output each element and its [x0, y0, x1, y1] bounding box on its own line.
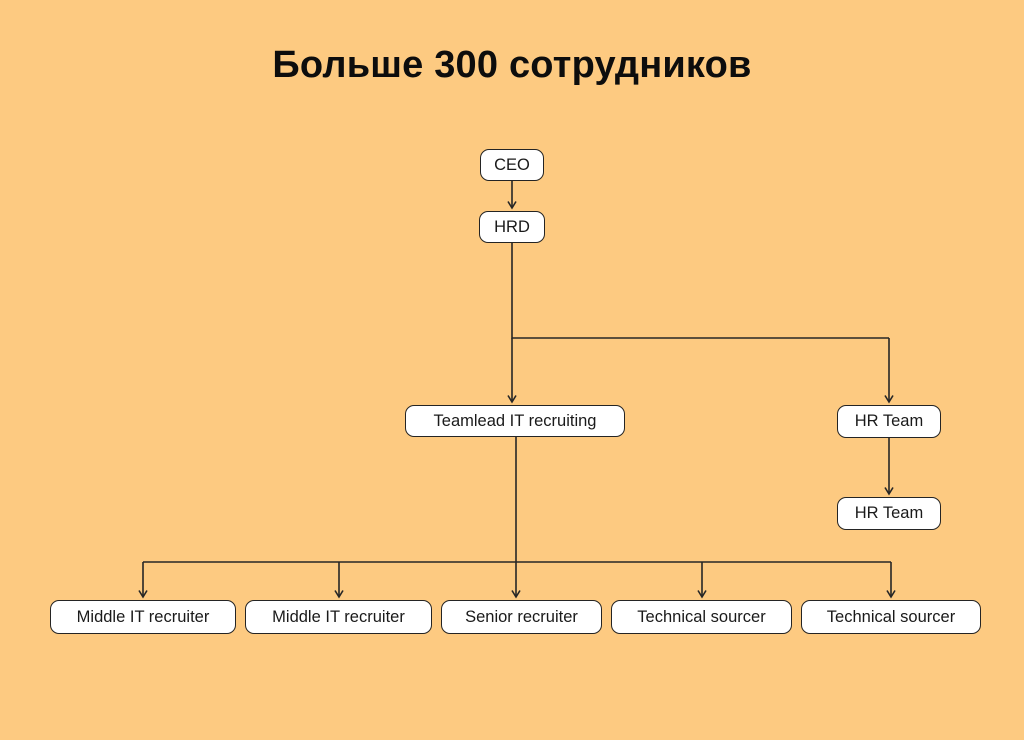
node-hr-team-1-label: HR Team — [854, 412, 924, 430]
connector-hrd-junction — [511, 243, 889, 339]
node-technical-sourcer-1: Technical sourcer — [611, 600, 792, 634]
node-technical-sourcer-2: Technical sourcer — [801, 600, 981, 634]
node-senior-recruiter-label: Senior recruiter — [465, 607, 578, 626]
node-hr-team-2-label: HR Team — [854, 504, 924, 522]
diagram-title: Больше 300 сотрудников — [272, 44, 752, 86]
node-hr-team-1: HR Team — [837, 405, 941, 438]
node-middle-it-recruiter-2-label: Middle IT recruiter — [272, 607, 405, 626]
node-middle-it-recruiter-1: Middle IT recruiter — [50, 600, 236, 634]
node-ceo-label: CEO — [494, 155, 530, 174]
node-teamlead-it-recruiting: Teamlead IT recruiting — [405, 405, 625, 437]
node-hrd-label: HRD — [494, 217, 530, 236]
node-technical-sourcer-1-label: Technical sourcer — [637, 607, 766, 626]
node-ceo: CEO — [480, 149, 544, 181]
node-middle-it-recruiter-2: Middle IT recruiter — [245, 600, 432, 634]
node-technical-sourcer-2-label: Technical sourcer — [826, 607, 956, 626]
node-hr-team-2: HR Team — [837, 497, 941, 530]
node-senior-recruiter: Senior recruiter — [441, 600, 602, 634]
node-teamlead-label: Teamlead IT recruiting — [433, 411, 597, 430]
node-middle-it-recruiter-1-label: Middle IT recruiter — [76, 607, 210, 626]
node-hrd: HRD — [479, 211, 545, 243]
